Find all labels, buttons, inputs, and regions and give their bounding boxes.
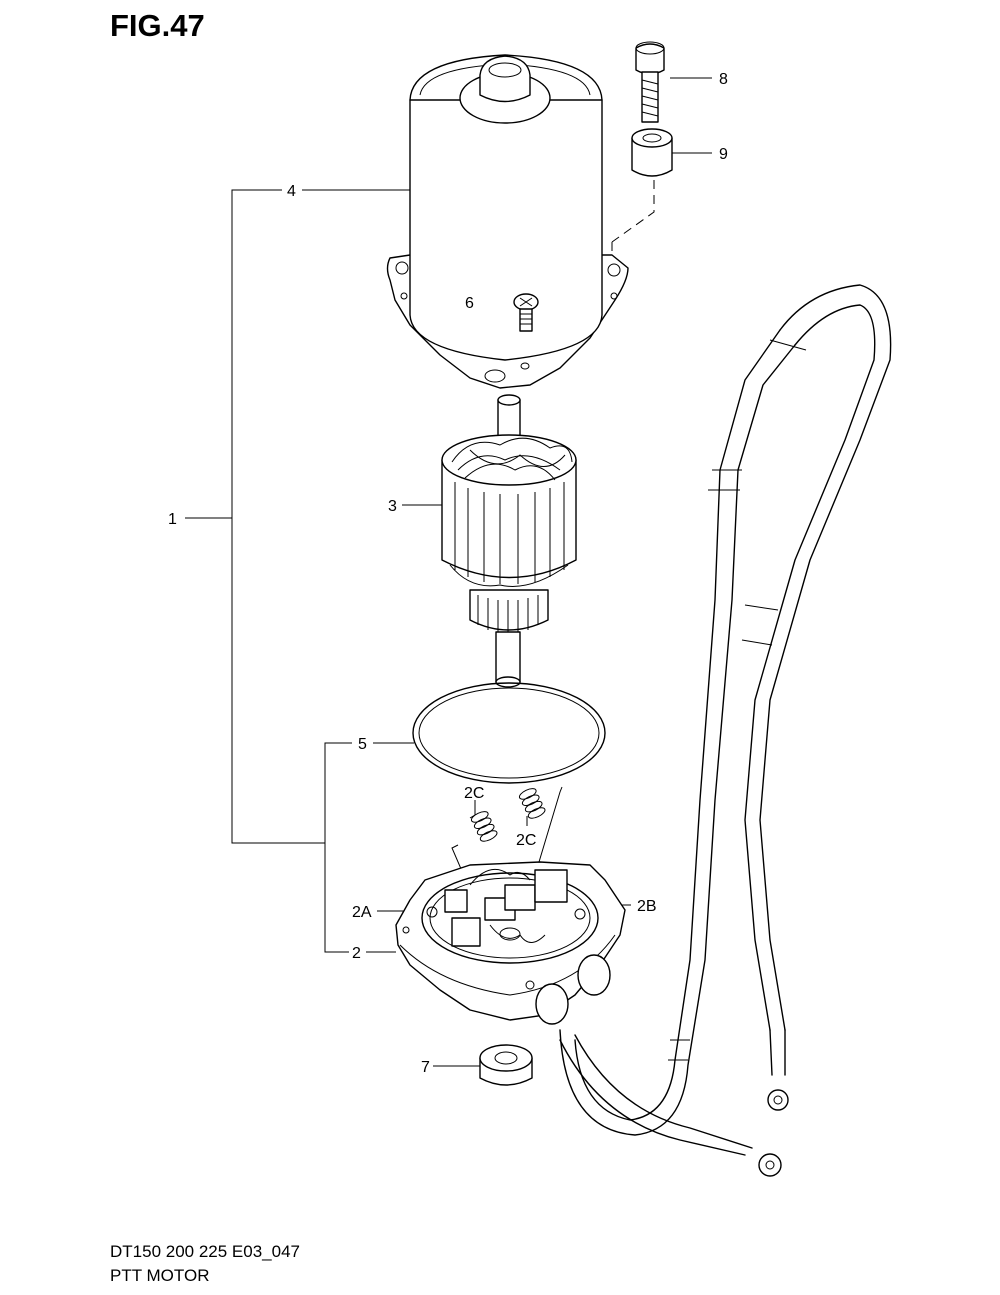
callout-7: 7 <box>421 1059 430 1076</box>
bearing-part-7 <box>479 1044 533 1086</box>
callout-3: 3 <box>388 498 397 515</box>
callout-8: 8 <box>719 71 728 88</box>
bolt-part-8 <box>635 41 665 123</box>
callout-labels: 1 2 2A 2B 2C 2C 3 4 5 6 7 8 9 <box>168 71 728 1076</box>
callout-4: 4 <box>287 183 296 200</box>
callout-5: 5 <box>358 736 367 753</box>
figure-title: FIG.47 <box>110 8 205 43</box>
callout-2b: 2B <box>637 898 657 915</box>
footer-model-code: DT150 200 225 E03_047 <box>110 1242 300 1261</box>
motor-cables <box>559 284 892 1177</box>
footer-part-name: PTT MOTOR <box>110 1266 210 1285</box>
collar-part-9 <box>631 128 673 177</box>
callout-9: 9 <box>719 146 728 163</box>
callout-2c-top: 2C <box>464 785 484 802</box>
motor-housing-part-4 <box>386 54 629 389</box>
brush-holder-base-part-2 <box>395 861 626 1025</box>
callout-1: 1 <box>168 511 177 528</box>
o-ring-part-5 <box>412 682 606 784</box>
callout-2a: 2A <box>352 904 372 921</box>
callout-2: 2 <box>352 945 361 962</box>
armature-part-3 <box>441 394 577 688</box>
screw-part-6 <box>513 293 539 332</box>
callout-6: 6 <box>465 295 474 312</box>
springs-part-2c <box>470 788 546 842</box>
callout-2c-bottom: 2C <box>516 832 536 849</box>
